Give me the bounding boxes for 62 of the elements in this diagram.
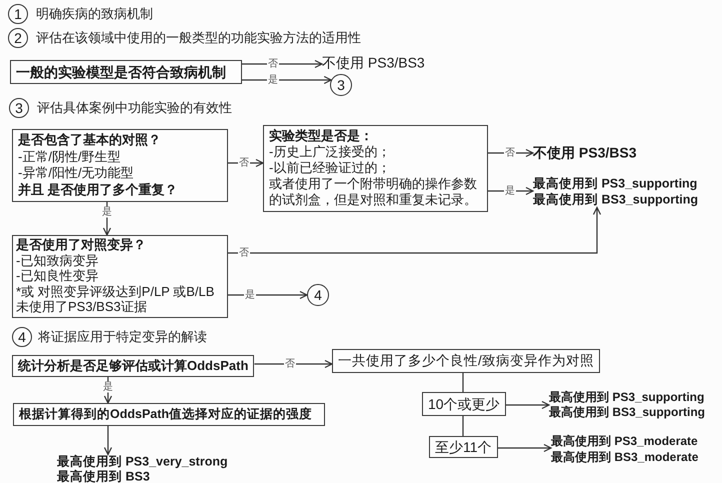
result-text: 不使用 PS3/BS3 — [533, 144, 636, 162]
result-text: 最高使用到 BS3_supporting — [549, 405, 706, 420]
list-item: -已知致病变异 — [16, 252, 100, 268]
step-number-circle: 4 — [307, 284, 329, 306]
question-box: 统计分析是否足够评估或计算OddsPath — [12, 355, 254, 377]
arrow — [228, 290, 308, 300]
edge-label: 否 — [238, 158, 250, 168]
step-number-circle: 4 — [12, 327, 32, 347]
arrow — [228, 206, 602, 254]
note-text: 或者使用了一个附带明确的操作参数的试剂盒，但是对照和重复未记录。 — [269, 176, 478, 208]
edge-label: 是 — [102, 382, 114, 392]
list-item: -正常/阴性/野生型 — [18, 148, 122, 165]
result-text: 最高使用到 PS3_supporting — [549, 390, 706, 405]
result-text: 最高使用到 BS3 — [57, 469, 151, 483]
edge-label: 否 — [267, 58, 279, 70]
result-text: 不使用 PS3/BS3 — [322, 54, 425, 72]
option-box: 至少11个 — [429, 436, 498, 458]
connector-line — [462, 373, 464, 392]
criteria-box — [263, 125, 488, 212]
option-box: 10个或更少 — [422, 392, 506, 416]
step-number-circle: 2 — [8, 28, 28, 48]
edge-label: 否 — [504, 148, 516, 158]
arrow — [242, 76, 332, 84]
step-number-circle: 3 — [9, 98, 29, 118]
question-text: 是否包含了基本的对照？ — [18, 132, 162, 148]
edge-label: 是 — [244, 290, 256, 300]
result-text: 最高使用到 PS3_very_strong — [57, 454, 228, 469]
edge-label: 是 — [504, 186, 516, 196]
edge-label: 否 — [238, 248, 250, 258]
question-text: 是否使用了对照变异？ — [16, 237, 147, 252]
step-heading: 评估具体案例中功能实验的有效性 — [37, 100, 232, 116]
question-box — [12, 129, 228, 202]
arrow — [488, 186, 534, 196]
arrow — [242, 60, 323, 68]
result-text: 最高使用到 BS3_supporting — [533, 192, 698, 208]
result-text: 最高使用到 PS3_moderate — [551, 433, 698, 449]
process-box: 根据计算得到的OddsPath值选择对应的证据的强度 — [13, 403, 325, 426]
note-text: *或 对照变异评级达到P/LP 或B/LB 未使用了PS3/BS3证据 — [16, 284, 216, 314]
edge-label: 否 — [284, 358, 296, 370]
arrow — [506, 400, 550, 410]
arrow — [254, 360, 333, 368]
step-number-circle: 1 — [8, 4, 28, 24]
connector-line — [462, 416, 464, 436]
result-text: 最高使用到 BS3_moderate — [551, 449, 698, 465]
result-text: 最高使用到 PS3_supporting — [533, 176, 698, 192]
arrow — [104, 426, 112, 456]
list-item: -异常/阳性/无功能型 — [18, 165, 135, 182]
step-heading: 明确疾病的致病机制 — [36, 6, 153, 22]
step-heading: 评估在该领域中使用的一般类型的功能实验方法的适用性 — [36, 30, 361, 46]
list-item: -历史上广泛接受的； — [269, 144, 392, 160]
question-box: 一般的实验模型是否符合致病机制 — [10, 60, 242, 84]
arrow — [498, 444, 552, 452]
question-box: 一共使用了多少个良性/致病变异作为对照 — [332, 349, 600, 373]
step-heading: 将证据应用于特定变异的解读 — [38, 329, 207, 345]
edge-label: 是 — [101, 206, 113, 218]
list-item: -以前已经验证过的； — [269, 160, 392, 176]
edge-label: 是 — [267, 74, 279, 86]
question-text: 并且 是否使用了多个重复？ — [18, 182, 179, 198]
list-item: -已知良性变异 — [16, 268, 100, 284]
step-number-circle: 3 — [330, 74, 352, 96]
question-text: 实验类型是否是： — [269, 128, 374, 144]
question-box — [12, 235, 228, 318]
